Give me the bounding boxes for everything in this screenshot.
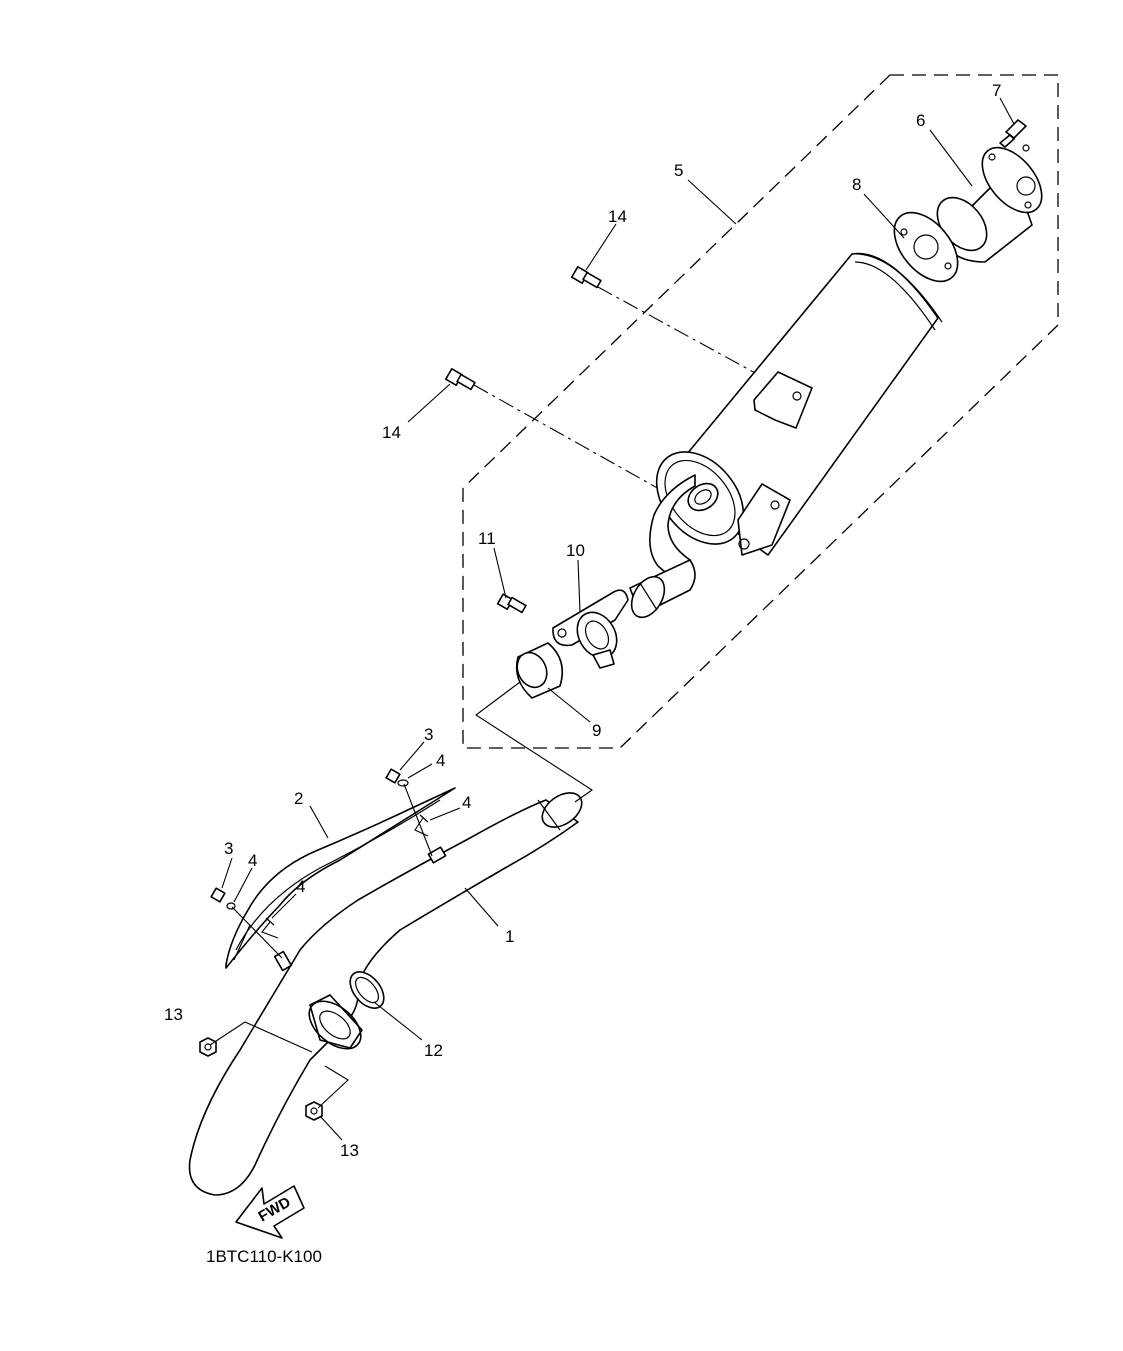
tail-pipe-gasket [893,211,959,283]
callout-3b-leader [221,857,233,889]
callout-4d: 4 [296,877,305,896]
muffler-bolt-lower [445,368,476,391]
sleeve-to-header-line [475,681,593,803]
washer-line-upper [403,783,433,857]
callout-9: 9 [592,721,601,740]
collar-line-lower [261,921,279,939]
callout-4a-leader [407,763,433,779]
callout-12: 12 [424,1041,443,1060]
washer-line-lower [231,906,283,959]
fwd-arrow-icon: FWD [235,1185,305,1239]
collar-upper [419,814,429,823]
callout-3a-leader [399,741,425,771]
callout-4a: 4 [436,751,445,770]
callout-6: 6 [916,111,925,130]
callout-4b-leader [429,807,461,821]
nut-to-flange-line-upper [209,1021,313,1053]
protector-screw-upper [385,768,409,787]
callout-3b: 3 [224,839,233,858]
joint-sleeve [515,642,564,699]
callout-4c: 4 [248,851,257,870]
heat-protector [225,787,456,969]
callout-5: 5 [674,161,683,180]
callout-11-leader [493,547,507,599]
diagram-code: 1BTC110-K100 [206,1247,322,1266]
callout-2-leader [309,805,329,839]
callout-14a-leader [585,223,617,271]
callout-4c-leader [233,867,253,903]
callout-8: 8 [852,175,861,194]
callout-6-leader [929,129,973,187]
exhaust-clamp [552,589,629,669]
callout-8-leader [863,193,905,239]
collar-line-upper [414,817,429,837]
callout-7: 7 [992,81,1001,100]
tail-pipe-bolt [999,119,1027,148]
tail-pipe [936,144,1043,263]
callout-14b-leader [407,383,451,423]
callout-14b: 14 [382,423,401,442]
callout-3a: 3 [424,725,433,744]
callout-4b: 4 [462,793,471,812]
exhaust-gasket [349,971,385,1009]
callout-1: 1 [505,927,514,946]
muffler-body [629,252,943,619]
muffler-assembly-boundary [462,74,1059,749]
callout-5-leader [687,179,737,225]
callout-12-leader [373,1001,423,1041]
muffler-bolt-upper [571,266,602,289]
callout-2: 2 [294,789,303,808]
flange-nut-upper [199,1037,217,1057]
callout-10: 10 [566,541,585,560]
callout-13b-leader [319,1115,343,1141]
clamp-bolt [496,593,527,614]
callout-11: 11 [478,529,496,548]
callout-13a: 13 [164,1005,183,1024]
collar-lower [265,917,275,926]
callout-1-leader [464,887,499,927]
callout-10-leader [577,559,581,613]
callout-7-leader [999,97,1015,125]
protector-screw-lower [210,887,236,910]
nut-to-flange-line-lower [317,1065,349,1109]
flange-nut-lower [305,1101,323,1121]
callout-9-leader [547,687,591,723]
callout-14a: 14 [608,207,627,226]
callout-13b: 13 [340,1141,359,1160]
exhaust-header-pipe [188,792,583,1196]
callout-4d-leader [271,893,297,919]
